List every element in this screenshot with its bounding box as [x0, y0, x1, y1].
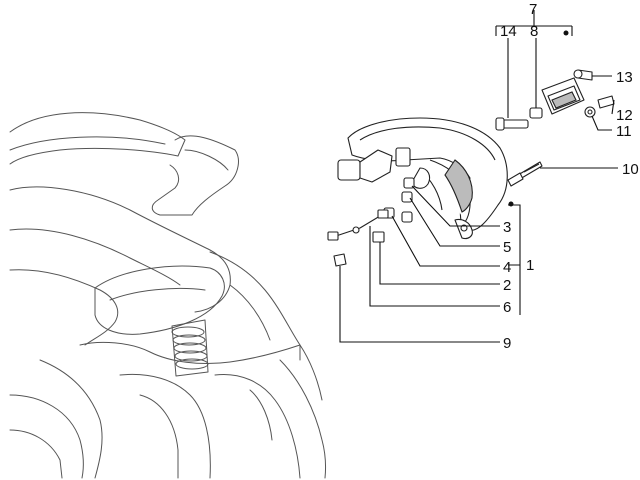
callout-6: 6: [503, 299, 511, 316]
screw-14: [495, 117, 529, 131]
bolt-10: [507, 161, 543, 187]
callout-10: 10: [622, 161, 639, 178]
callout-1: 1: [526, 257, 534, 274]
callout-14: 14: [500, 23, 517, 40]
scooter-rear-body: [9, 112, 327, 479]
clip-9: [333, 253, 347, 267]
shock-absorber: [171, 319, 209, 377]
tail-light-assembly: [337, 117, 508, 240]
callout-4: 4: [503, 259, 511, 276]
callout-12: 12: [616, 107, 633, 124]
callout-3: 3: [503, 219, 511, 236]
clip-2: [372, 231, 385, 243]
callout-8: 8: [530, 23, 538, 40]
bush-8: [529, 107, 543, 119]
callout-11: 11: [616, 123, 632, 140]
licence-plate-light: [541, 69, 615, 118]
callout-9: 9: [503, 335, 511, 352]
callout-13: 13: [616, 69, 633, 86]
callout-labels: 7 14 8 13 12 11 10 3 5 4 1 2 6 9: [500, 1, 639, 352]
callout-7: 7: [529, 1, 537, 18]
wiring-harness: [327, 209, 389, 241]
callout-2: 2: [503, 277, 511, 294]
leader-lines: [339, 10, 618, 343]
callout-5: 5: [503, 239, 511, 256]
